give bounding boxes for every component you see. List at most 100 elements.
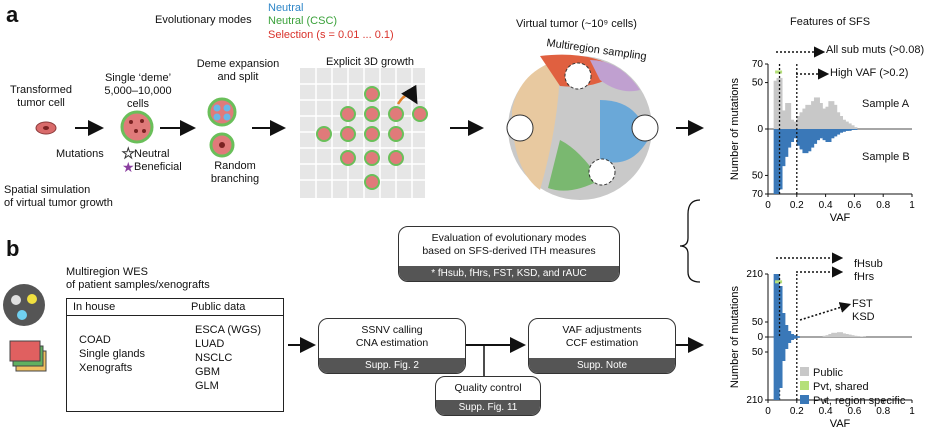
in-house-item: Single glands	[79, 348, 146, 360]
mode-neutral-csc: Neutral (CSC)	[268, 15, 338, 27]
panel-letter-a: a	[6, 2, 19, 27]
deme-expansion-icon	[207, 97, 237, 158]
ssnv-box-text: SSNV calling CNA estimation	[355, 324, 429, 349]
neutral-star-icon: ★	[122, 145, 135, 161]
in-house-item: Xenografts	[79, 362, 133, 374]
public-item: GLM	[195, 380, 219, 392]
x-tick-label: 0.8	[876, 406, 890, 417]
legend-item: Pvt, region specific	[800, 394, 905, 408]
annot-ksd: KSD	[852, 311, 875, 323]
y-tick-label: 210	[746, 395, 763, 406]
annot-high-vaf: High VAF (>0.2)	[830, 67, 909, 79]
random-branching-label: Random branching	[210, 160, 260, 185]
public-item: NSCLC	[195, 352, 233, 364]
ssnv-box-ref: Supp. Fig. 2	[319, 358, 465, 373]
data-sources-table: In house Public data COAD Single glands …	[66, 298, 284, 412]
y-tick-label: 0	[757, 124, 763, 135]
x-tick-label: 0.4	[819, 406, 833, 417]
x-tick-label: 0	[765, 406, 771, 417]
qc-box-text: Quality control	[454, 382, 522, 394]
eval-box-ref: * fHsub, fHrs, FST, KSD, and rAUC	[399, 266, 619, 281]
public-list: ESCA (WGS) LUAD NSCLC GBM GLM	[195, 323, 261, 393]
deme-expansion-label: Deme expansion and split	[196, 58, 280, 83]
bar	[776, 337, 783, 388]
mutations-label: Mutations	[56, 148, 104, 160]
in-house-list: COAD Single glands Xenografts	[79, 333, 145, 375]
public-header: Public data	[191, 301, 246, 313]
ssnv-calling-box: SSNV calling CNA estimation Supp. Fig. 2	[318, 318, 466, 374]
evolutionary-modes-label: Evolutionary modes	[155, 14, 252, 26]
y-tick-label: 70	[752, 189, 764, 200]
y-tick-label: 50	[752, 347, 764, 358]
x-axis-label: VAF	[830, 212, 851, 224]
annot-fhsub: fHsub	[854, 258, 883, 270]
in-house-item: COAD	[79, 334, 111, 346]
legend: Public Pvt, shared Pvt, region specific	[800, 366, 905, 408]
patient-samples-icon	[3, 284, 47, 372]
bar	[848, 125, 855, 129]
bar	[776, 77, 783, 129]
neutral-label: Neutral	[134, 148, 170, 160]
bar	[851, 129, 858, 130]
explicit-3d-grid	[300, 68, 428, 198]
x-tick-label: 1	[909, 406, 915, 417]
y-tick-label: 50	[752, 170, 764, 181]
sfs-title: Features of SFS	[790, 16, 871, 28]
multiregion-wes-label: Multiregion WES of patient samples/xenog…	[66, 266, 210, 291]
y-tick-label: 210	[746, 269, 763, 280]
x-tick-label: 0.2	[790, 200, 804, 211]
legend-item: Public	[800, 366, 905, 380]
mode-selection: Selection (s = 0.01 ... 0.1)	[268, 29, 394, 41]
bar	[775, 70, 783, 74]
virtual-tumor-label: Virtual tumor (~10⁹ cells)	[516, 18, 637, 30]
x-tick-label: 0.8	[876, 200, 890, 211]
beneficial-label: Beneficial	[134, 161, 182, 173]
evaluation-box: Evaluation of evolutionary modes based o…	[398, 226, 620, 282]
vaf-box-text: VAF adjustments CCF estimation	[562, 324, 642, 349]
y-axis-label: Number of mutations	[729, 285, 741, 388]
annotation-arrow	[799, 302, 852, 321]
x-tick-label: 0.6	[847, 406, 861, 417]
public-item: LUAD	[195, 338, 225, 350]
bar	[793, 337, 800, 338]
x-tick-label: 1	[909, 200, 915, 211]
transformed-cell-label: Transformed tumor cell	[10, 84, 72, 109]
quality-control-box: Quality control Supp. Fig. 11	[435, 376, 541, 416]
public-item: GBM	[195, 366, 221, 378]
spatial-sim-label: Spatial simulation of virtual tumor grow…	[4, 184, 113, 209]
annot-fhrs: fHrs	[854, 271, 875, 283]
vaf-adjustments-box: VAF adjustments CCF estimation Supp. Not…	[528, 318, 676, 374]
bar	[775, 280, 783, 284]
qc-box-ref: Supp. Fig. 11	[436, 400, 540, 415]
x-axis-label: VAF	[830, 418, 851, 430]
public-item: ESCA (WGS)	[195, 324, 262, 336]
y-tick-label: 50	[752, 317, 764, 328]
mode-neutral: Neutral	[268, 2, 304, 14]
panel-letter-b: b	[6, 236, 20, 261]
annot-all-sub-muts: All sub muts (>0.08)	[826, 44, 925, 56]
y-tick-label: 0	[757, 332, 763, 343]
eval-box-text: Evaluation of evolutionary modes based o…	[422, 232, 596, 257]
y-tick-label: 50	[752, 78, 764, 89]
sample-b-label: Sample B	[862, 151, 910, 163]
single-deme-label: Single ‘deme’ 5,000–10,000 cells	[104, 72, 172, 110]
x-tick-label: 0	[765, 200, 771, 211]
virtual-tumor-icon	[506, 54, 659, 200]
bar	[785, 103, 792, 129]
deme-icon	[120, 110, 154, 144]
x-tick-label: 0.2	[790, 406, 804, 417]
explicit-3d-label: Explicit 3D growth	[326, 56, 415, 68]
vaf-box-ref: Supp. Note	[529, 358, 675, 373]
in-house-header: In house	[73, 301, 116, 313]
x-tick-label: 0.6	[847, 200, 861, 211]
y-axis-label: Number of mutations	[729, 77, 741, 180]
sample-a-label: Sample A	[862, 98, 910, 110]
legend-item: Pvt, shared	[800, 380, 905, 394]
y-tick-label: 70	[752, 59, 764, 70]
bar	[793, 336, 800, 337]
brace	[679, 199, 701, 283]
annot-fst: FST	[852, 298, 873, 310]
